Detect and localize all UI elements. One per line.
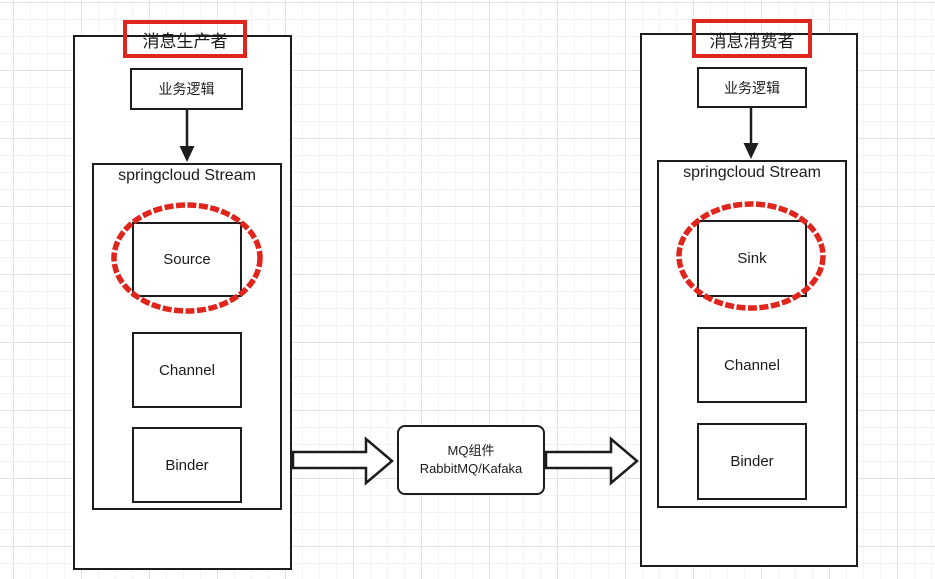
consumer-stream-label: springcloud Stream (683, 164, 821, 181)
producer-to-mq-block-arrow-icon (291, 436, 394, 486)
producer-title-highlight-rect: 消息生产者 (123, 20, 247, 58)
consumer-channel-label: Channel (724, 356, 780, 374)
mq-component-label-line2: RabbitMQ/Kafaka (419, 461, 523, 476)
producer-title: 消息生产者 (142, 32, 228, 51)
producer-channel-label: Channel (159, 361, 215, 379)
consumer-business-logic-label: 业务逻辑 (724, 79, 780, 96)
consumer-sink-label: Sink (737, 250, 767, 267)
producer-stream-label: springcloud Stream (118, 167, 256, 184)
producer-business-logic-label: 业务逻辑 (158, 81, 215, 97)
producer-business-logic-box: 业务逻辑 (130, 68, 243, 110)
mq-to-consumer-block-arrow-icon (544, 436, 639, 486)
producer-source-box: Source (132, 222, 242, 297)
producer-binder-box: Binder (132, 427, 242, 503)
consumer-business-logic-box: 业务逻辑 (697, 67, 807, 108)
consumer-binder-box: Binder (697, 423, 807, 500)
consumer-title: 消息消费者 (709, 32, 795, 51)
mq-component-box: MQ组件 RabbitMQ/Kafaka (397, 425, 545, 495)
producer-binder-label: Binder (165, 456, 209, 474)
producer-channel-box: Channel (132, 332, 242, 408)
consumer-channel-box: Channel (697, 327, 807, 403)
consumer-title-highlight-rect: 消息消费者 (692, 19, 812, 58)
mq-component-label-line1: MQ组件 (447, 443, 495, 459)
consumer-binder-label: Binder (730, 453, 774, 470)
producer-source-label: Source (163, 251, 211, 268)
consumer-sink-box: Sink (697, 220, 807, 297)
